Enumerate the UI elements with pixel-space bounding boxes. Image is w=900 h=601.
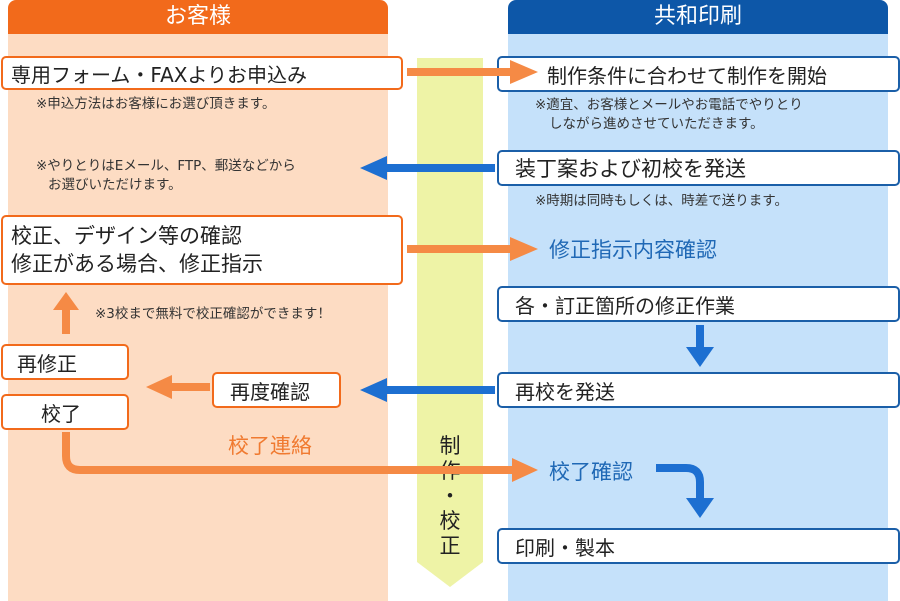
check-box-line2: 修正がある場合、修正指示 (11, 252, 263, 276)
check-box-line1: 校正、デザイン等の確認 (11, 224, 242, 248)
arrow-recheck-to-check (53, 292, 79, 334)
print-box: 印刷・製本 (497, 528, 900, 564)
center-label-char4: 校 (439, 509, 461, 533)
arrow-resend-to-customer (360, 378, 495, 402)
center-label-char3: ・ (439, 484, 461, 508)
final-contact-label: 校了連絡 (228, 434, 312, 458)
start-note: ※適宜、お客様とメールやお電話でやりとり しながら進めさせていただきます。 (535, 96, 803, 134)
check-box: 校正、デザイン等の確認 修正がある場合、修正指示 (1, 215, 403, 285)
start-note-line1: ※適宜、お客様とメールやお電話でやりとり (535, 97, 803, 113)
arrow-check-to-confirm (407, 237, 538, 261)
start-box: 制作条件に合わせて制作を開始 (497, 56, 900, 92)
exchange-note-line2: お選びいただけます。 (48, 177, 182, 193)
arrow-confirm-to-print (656, 464, 714, 518)
printer-header: 共和印刷 (508, 0, 888, 34)
arrow-proof-to-customer (360, 156, 495, 180)
exchange-note-line1: ※やりとりはEメール、FTP、郵送などから (36, 158, 296, 174)
start-note-line2: しながら進めさせていただきます。 (549, 116, 764, 132)
send-note: ※時期は同時もしくは、時差で送ります。 (535, 193, 788, 209)
resend-box: 再校を発送 (497, 372, 900, 408)
recheck-box: 再修正 (1, 344, 129, 380)
recheck2-box: 再度確認 (212, 372, 341, 408)
customer-column (8, 30, 388, 601)
final-box: 校了 (1, 394, 129, 430)
customer-header: お客様 (8, 0, 388, 34)
arrow-fix-to-resend (686, 325, 714, 367)
center-label-char1: 制 (439, 434, 461, 458)
free-note: ※3校まで無料で校正確認ができます！ (95, 306, 331, 322)
apply-box: 専用フォーム・FAXよりお申込み (1, 56, 403, 90)
arrow-final-to-confirm (62, 432, 538, 482)
send-proof-box: 装丁案および初校を発送 (497, 150, 900, 186)
final-confirm-label: 校了確認 (549, 460, 633, 484)
arrow-apply-to-start (407, 60, 538, 84)
confirm-fix-label: 修正指示内容確認 (549, 238, 717, 262)
arrow-recheck2-to-recheck (146, 375, 210, 399)
fix-work-box: 各・訂正箇所の修正作業 (497, 286, 900, 322)
center-label-char5: 正 (439, 534, 461, 558)
exchange-note: ※やりとりはEメール、FTP、郵送などから お選びいただけます。 (36, 157, 296, 195)
apply-note: ※申込方法はお客様にお選び頂きます。 (36, 96, 276, 112)
